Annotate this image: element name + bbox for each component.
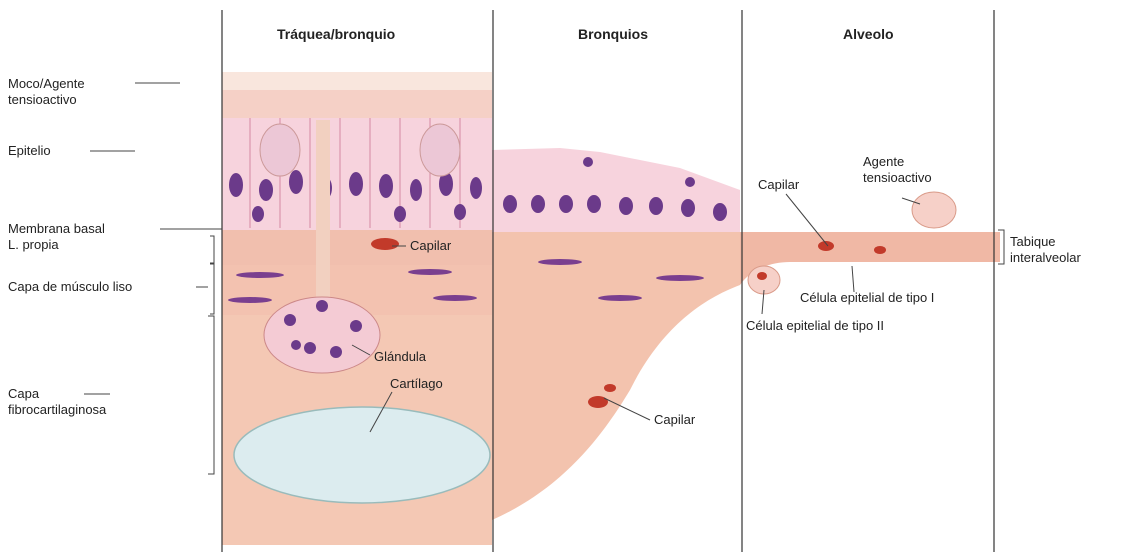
gland-duct (316, 120, 330, 320)
goblet-cell-1 (260, 124, 300, 176)
label-gland: Glándula (374, 349, 426, 365)
label-basement-membrane: Membrana basal (8, 221, 105, 237)
label-fibro-line1: Capa (8, 386, 106, 402)
cartilage (234, 407, 490, 503)
label-surfactant-line2: tensioactivo (863, 170, 932, 186)
label-mucus-surfactant: Moco/Agente tensioactivo (8, 76, 85, 108)
label-mucus-line1: Moco/Agente (8, 76, 85, 92)
label-type2-epithelial-cell: Célula epitelial de tipo II (746, 318, 884, 334)
label-smooth-muscle-layer: Capa de músculo liso (8, 279, 132, 295)
label-fibrocartilaginous-layer: Capa fibrocartilaginosa (8, 386, 106, 418)
goblet-cell-2 (420, 124, 460, 176)
label-epithelium: Epitelio (8, 143, 51, 159)
label-surfactant-agent: Agente tensioactivo (863, 154, 932, 186)
label-lamina-propria: L. propia (8, 237, 59, 253)
column-header-alveolus: Alveolo (843, 26, 894, 42)
bronchi-epithelium (492, 148, 740, 232)
surfactant-cell (912, 192, 956, 228)
column-header-bronchi: Bronquios (578, 26, 648, 42)
label-surfactant-line1: Agente (863, 154, 932, 170)
type2-cell-body (748, 266, 780, 294)
label-type1-epithelial-cell: Célula epitelial de tipo I (800, 290, 934, 306)
trachea-cilia (222, 90, 492, 118)
column-header-trachea: Tráquea/bronquio (277, 26, 395, 42)
label-cartilage: Cartílago (390, 376, 443, 392)
label-capillary-trachea: Capilar (410, 238, 451, 254)
label-mucus-line2: tensioactivo (8, 92, 85, 108)
label-fibro-line2: fibrocartilaginosa (8, 402, 106, 418)
trachea-lamina-propria (222, 230, 492, 265)
label-septum-line1: Tabique (1010, 234, 1081, 250)
label-septum-line2: interalveolar (1010, 250, 1081, 266)
label-interalveolar-septum: Tabique interalveolar (1010, 234, 1081, 266)
label-capillary-bronchi: Capilar (654, 412, 695, 428)
label-capillary-alveolus: Capilar (758, 177, 799, 193)
